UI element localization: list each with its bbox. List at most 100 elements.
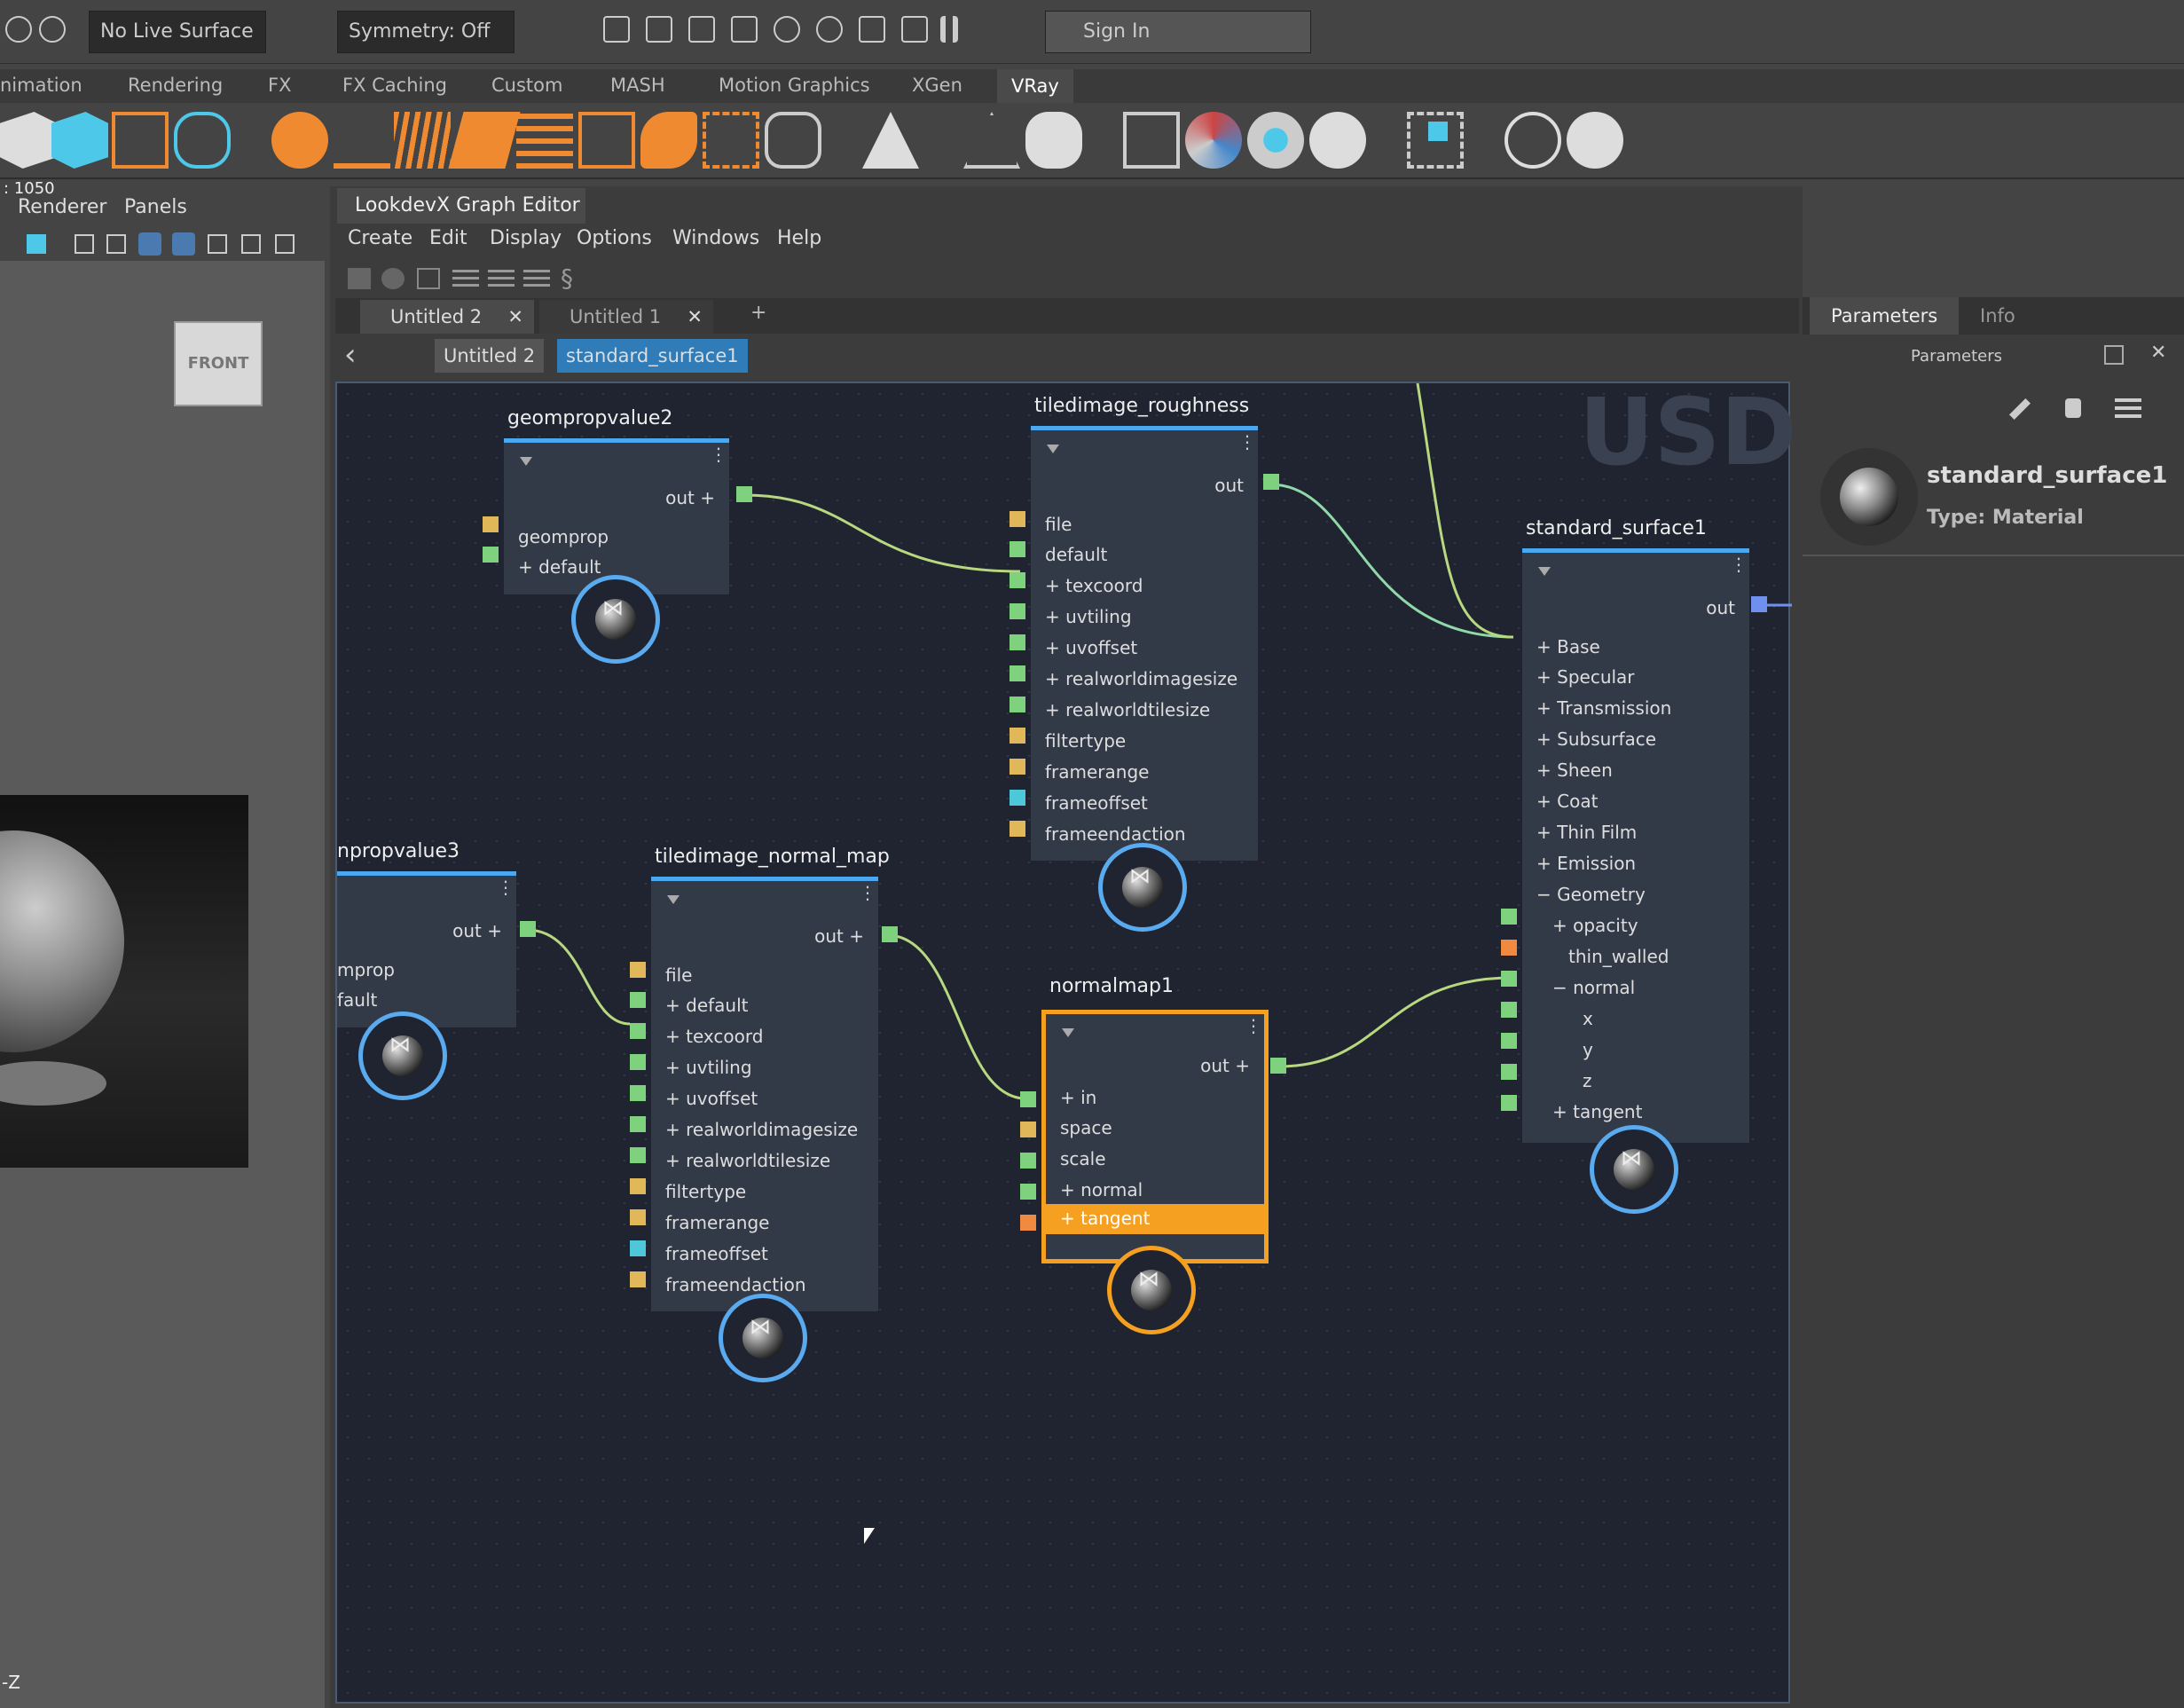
menu-windows[interactable]: Windows bbox=[672, 227, 760, 249]
vray-fur-icon[interactable] bbox=[394, 112, 451, 169]
input-port[interactable] bbox=[483, 547, 499, 563]
edit-icon[interactable] bbox=[2008, 397, 2031, 421]
node-tiledimage-normal-map[interactable]: tiledimage_normal_map ⋮ out + file + def… bbox=[651, 846, 890, 1311]
input-port[interactable] bbox=[1020, 1122, 1036, 1137]
node-menu-icon[interactable]: ⋮ bbox=[859, 882, 876, 903]
output-port[interactable] bbox=[736, 486, 752, 502]
vray-volume-icon[interactable] bbox=[174, 112, 231, 169]
vray-color-icon[interactable] bbox=[1185, 112, 1242, 169]
menu-icon[interactable] bbox=[2115, 398, 2141, 418]
input-port[interactable] bbox=[630, 1023, 646, 1039]
input-port[interactable] bbox=[1020, 1215, 1036, 1231]
pin-icon[interactable] bbox=[2065, 398, 2081, 418]
input-port[interactable] bbox=[1501, 1033, 1517, 1049]
vray-file-icon[interactable] bbox=[1123, 112, 1180, 169]
clear-icon[interactable]: § bbox=[561, 264, 573, 293]
input-port[interactable] bbox=[1501, 940, 1517, 956]
input-port[interactable] bbox=[1010, 541, 1025, 557]
vray-palette-icon[interactable] bbox=[1309, 112, 1366, 169]
collapse-icon[interactable] bbox=[667, 895, 680, 904]
sign-in-dropdown[interactable]: Sign In bbox=[1045, 11, 1311, 53]
breadcrumb-root[interactable]: Untitled 2 bbox=[435, 339, 545, 373]
field-chart-icon[interactable] bbox=[208, 234, 227, 254]
input-port[interactable] bbox=[1501, 1002, 1517, 1018]
vray-mtl-override-icon[interactable] bbox=[1025, 112, 1082, 169]
grid-icon[interactable] bbox=[75, 234, 94, 254]
node-geompropvalue2[interactable]: geompropvalue2 ⋮ out + geomprop + defaul… bbox=[504, 407, 729, 594]
input-port[interactable] bbox=[1010, 821, 1025, 837]
input-port[interactable] bbox=[630, 1116, 646, 1132]
node-preview-ball[interactable]: ⋈ bbox=[1098, 843, 1187, 932]
tab-untitled-2[interactable]: Untitled 2 ✕ bbox=[360, 300, 534, 334]
output-port[interactable] bbox=[1270, 1058, 1286, 1074]
collapse-icon[interactable] bbox=[1538, 567, 1551, 576]
gate-mask-icon[interactable] bbox=[172, 232, 195, 256]
group-specular[interactable]: + Specular bbox=[1536, 666, 1635, 688]
group-geometry[interactable]: − Geometry bbox=[1536, 884, 1646, 905]
safe-title-icon[interactable] bbox=[275, 234, 295, 254]
node-preview-ball[interactable]: ⋈ bbox=[1590, 1125, 1678, 1214]
collapse-icon[interactable] bbox=[520, 457, 532, 466]
tab-motion-graphics[interactable]: Motion Graphics bbox=[719, 75, 870, 96]
input-port[interactable] bbox=[630, 1147, 646, 1163]
group-emission[interactable]: + Emission bbox=[1536, 853, 1637, 874]
graph-icon[interactable] bbox=[348, 268, 371, 289]
vray-scatter-icon[interactable] bbox=[862, 112, 919, 169]
symmetry-dropdown[interactable]: Symmetry: Off bbox=[337, 11, 515, 53]
tab-custom[interactable]: Custom bbox=[491, 75, 563, 96]
viewport[interactable]: : 1050 FRONT -Z bbox=[0, 179, 325, 1708]
node-preview-ball[interactable]: ⋈ bbox=[1107, 1246, 1196, 1334]
node-standard-surface1[interactable]: standard_surface1 ⋮ out + Base + Specula… bbox=[1522, 517, 1749, 1143]
close-icon[interactable]: ✕ bbox=[507, 306, 523, 327]
input-port[interactable] bbox=[1010, 634, 1025, 650]
vray-region-icon[interactable] bbox=[1407, 112, 1464, 169]
snap-icon[interactable] bbox=[5, 16, 32, 43]
node-tiledimage-roughness[interactable]: tiledimage_roughness ⋮ out file default … bbox=[1031, 395, 1258, 861]
vray-sphere-icon[interactable] bbox=[271, 112, 328, 169]
tab-untitled-1[interactable]: Untitled 1 ✕ bbox=[539, 300, 713, 334]
menu-create[interactable]: Create bbox=[348, 227, 413, 249]
lasso-icon[interactable] bbox=[39, 16, 66, 43]
input-port[interactable] bbox=[1010, 728, 1025, 744]
light-editor-icon[interactable] bbox=[816, 16, 843, 43]
vray-settings-icon[interactable] bbox=[765, 112, 821, 169]
list-icon[interactable] bbox=[523, 270, 550, 287]
tab-vray[interactable]: VRay bbox=[997, 69, 1073, 103]
safe-action-icon[interactable] bbox=[241, 234, 261, 254]
resolution-gate-icon[interactable] bbox=[138, 232, 161, 256]
float-icon[interactable] bbox=[2104, 345, 2124, 365]
brush-icon[interactable] bbox=[27, 234, 46, 254]
tab-rendering[interactable]: Rendering bbox=[128, 75, 224, 96]
breadcrumb-current[interactable]: standard_surface1 bbox=[557, 339, 748, 373]
input-port[interactable] bbox=[483, 516, 499, 532]
selected-row[interactable]: + tangent bbox=[1046, 1204, 1264, 1234]
tab-fx-caching[interactable]: FX Caching bbox=[342, 75, 448, 96]
vray-scene-icon[interactable] bbox=[703, 112, 759, 169]
menu-renderer[interactable]: Renderer bbox=[18, 196, 107, 218]
tab-mash[interactable]: MASH bbox=[610, 75, 665, 96]
output-port[interactable] bbox=[1751, 596, 1767, 612]
vray-plugin-icon[interactable] bbox=[1504, 112, 1561, 169]
output-port[interactable] bbox=[882, 926, 898, 942]
input-port[interactable] bbox=[630, 1209, 646, 1225]
render-frame-icon[interactable] bbox=[646, 16, 672, 43]
input-port[interactable] bbox=[630, 1271, 646, 1287]
vray-logo-icon[interactable] bbox=[1567, 112, 1623, 169]
group-sheen[interactable]: + Sheen bbox=[1536, 760, 1613, 781]
input-port[interactable] bbox=[1010, 572, 1025, 588]
render-sequence-icon[interactable] bbox=[859, 16, 885, 43]
render-settings-icon[interactable] bbox=[731, 16, 758, 43]
input-port[interactable] bbox=[630, 1178, 646, 1194]
live-surface-field[interactable]: No Live Surface bbox=[89, 11, 266, 53]
input-port[interactable] bbox=[630, 1240, 646, 1256]
menu-panels[interactable]: Panels bbox=[124, 196, 187, 218]
input-port[interactable] bbox=[1010, 759, 1025, 775]
close-icon[interactable]: ✕ bbox=[687, 306, 703, 327]
output-port[interactable] bbox=[1263, 474, 1279, 490]
vray-mesh-icon[interactable] bbox=[112, 112, 169, 169]
vray-ptex-icon[interactable] bbox=[640, 112, 697, 169]
input-port[interactable] bbox=[1010, 790, 1025, 806]
menu-options[interactable]: Options bbox=[577, 227, 652, 249]
node-menu-icon[interactable]: ⋮ bbox=[1238, 431, 1256, 453]
input-port[interactable] bbox=[630, 1054, 646, 1070]
